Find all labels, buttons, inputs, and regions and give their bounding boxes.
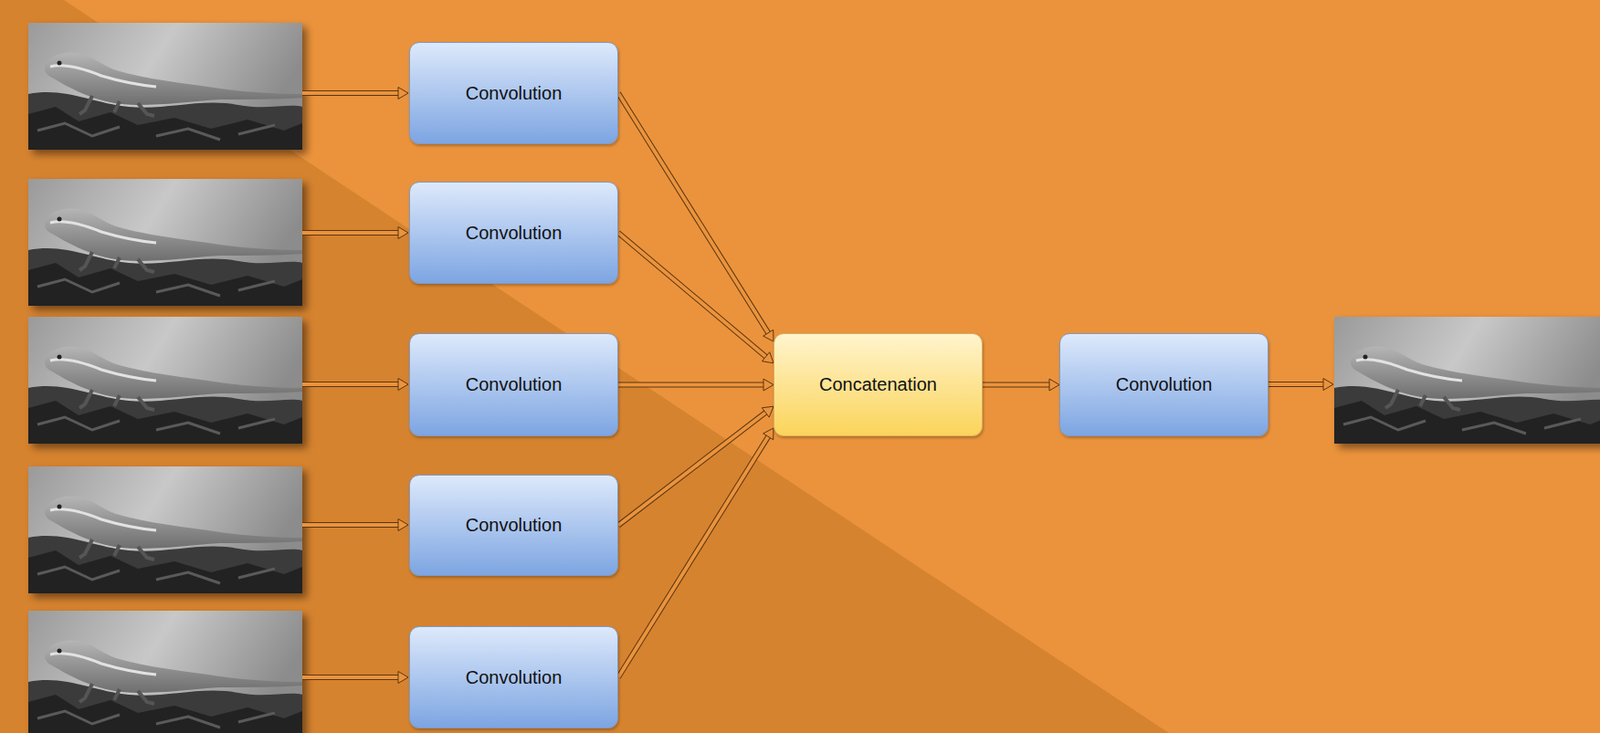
box-label: Convolution [1115, 374, 1213, 396]
arrow [302, 87, 409, 100]
connector [618, 232, 774, 364]
connector [982, 378, 1060, 391]
box-label: Convolution [465, 374, 563, 396]
arrow [302, 227, 409, 240]
concat-box: Concatenation [773, 333, 983, 437]
box-label: Convolution [465, 83, 563, 105]
conv-box: Convolution [409, 474, 619, 577]
box-label: Convolution [465, 222, 563, 244]
conv-box: Convolution [409, 333, 619, 437]
connector [618, 428, 774, 678]
conv-box: Convolution [1059, 333, 1269, 437]
connector [618, 93, 774, 342]
conv-box: Convolution [409, 42, 619, 145]
conv-box: Convolution [409, 181, 619, 285]
image-arrows [302, 87, 1334, 685]
arrow [302, 519, 409, 532]
arrow [302, 378, 409, 391]
box-label: Convolution [465, 667, 563, 689]
connector [618, 378, 774, 391]
box-label: Convolution [465, 515, 563, 537]
arrow [302, 672, 409, 685]
arrow [1268, 378, 1334, 391]
box-label: Concatenation [819, 374, 937, 396]
conv-box: Convolution [409, 626, 619, 729]
